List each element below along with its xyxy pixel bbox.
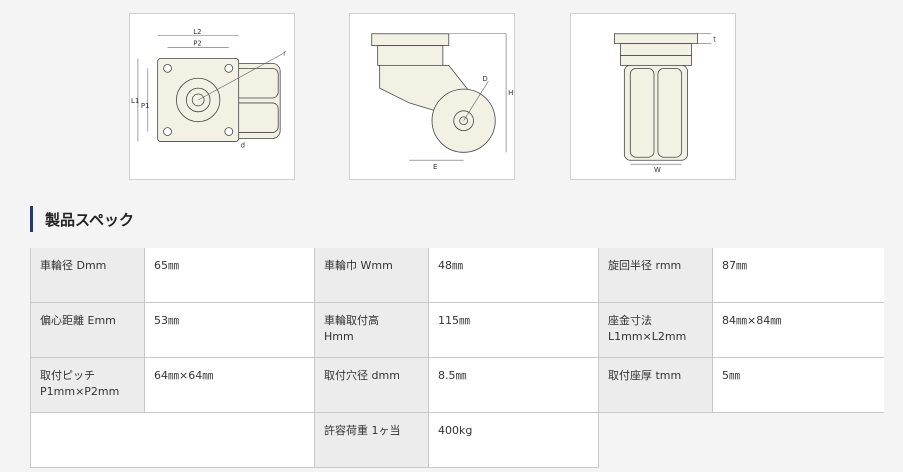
dim-label: d xyxy=(241,141,245,149)
spec-label: 車輪径 Dmm xyxy=(30,248,145,303)
spec-value: 48㎜ xyxy=(428,248,599,303)
dim-label: t xyxy=(713,36,716,44)
dim-label: r xyxy=(283,50,286,58)
spec-label: 取付穴径 dmm xyxy=(314,357,429,413)
table-row: 偏心距離 Emm 53㎜ 車輪取付高 Hmm 115㎜ 座金寸法 L1mm×L2… xyxy=(30,302,884,358)
spec-value: 84㎜×84㎜ xyxy=(712,302,884,358)
spec-empty-cell xyxy=(30,412,315,468)
side-view-drawing: D H E xyxy=(349,13,515,180)
dim-label: H xyxy=(508,89,513,97)
spec-label: 取付座厚 tmm xyxy=(598,357,713,413)
spec-label: 座金寸法 L1mm×L2mm xyxy=(598,302,713,358)
front-view-diagram: t W xyxy=(614,33,716,174)
section-title: 製品スペック xyxy=(45,211,134,229)
dim-label: L2 xyxy=(193,28,201,36)
dim-label: D xyxy=(482,75,487,83)
spec-label: 旋回半径 rmm xyxy=(598,248,713,303)
label-line: 偏心距離 Emm xyxy=(40,314,116,327)
table-row: 車輪径 Dmm 65㎜ 車輪巾 Wmm 48㎜ 旋回半径 rmm 87㎜ xyxy=(30,248,884,303)
label-line: 座金寸法 L1mm×L2mm xyxy=(608,314,687,343)
spec-label: 車輪取付高 Hmm xyxy=(314,302,429,358)
top-view-diagram: L2 P2 L1 P1 r d xyxy=(131,28,286,150)
spec-label: 取付ピッチ P1mm×P2mm xyxy=(30,357,145,413)
top-view-drawing: L2 P2 L1 P1 r d xyxy=(129,13,295,180)
spec-value: 400kg xyxy=(428,412,599,468)
spec-value: 8.5㎜ xyxy=(428,357,599,413)
spec-value: 64㎜×64㎜ xyxy=(144,357,315,413)
section-accent-bar xyxy=(30,206,33,232)
dim-label: L1 xyxy=(131,97,139,105)
front-view-drawing: t W xyxy=(570,13,736,180)
spec-table: 車輪径 Dmm 65㎜ 車輪巾 Wmm 48㎜ 旋回半径 rmm 87㎜ 偏心距… xyxy=(30,248,884,468)
dim-label: W xyxy=(654,166,661,174)
label-line: 取付ピッチ P1mm×P2mm xyxy=(40,369,120,398)
spec-label: 許容荷重 1ヶ当 xyxy=(314,412,429,468)
spec-value: 5㎜ xyxy=(712,357,884,413)
spec-label: 車輪巾 Wmm xyxy=(314,248,429,303)
side-view-diagram: D H E xyxy=(371,33,513,171)
dim-label: P1 xyxy=(141,102,150,110)
label-line: 車輪取付高 Hmm xyxy=(324,314,379,343)
table-row: 取付ピッチ P1mm×P2mm 64㎜×64㎜ 取付穴径 dmm 8.5㎜ 取付… xyxy=(30,357,884,413)
spec-value: 87㎜ xyxy=(712,248,884,303)
table-row: 許容荷重 1ヶ当 400kg xyxy=(30,412,884,468)
spec-label: 偏心距離 Emm xyxy=(30,302,145,358)
dim-label: E xyxy=(433,163,437,171)
spec-value: 53㎜ xyxy=(144,302,315,358)
spec-empty-cell xyxy=(598,412,884,468)
spec-value: 65㎜ xyxy=(144,248,315,303)
spec-value: 115㎜ xyxy=(428,302,599,358)
dim-label: P2 xyxy=(193,40,202,48)
